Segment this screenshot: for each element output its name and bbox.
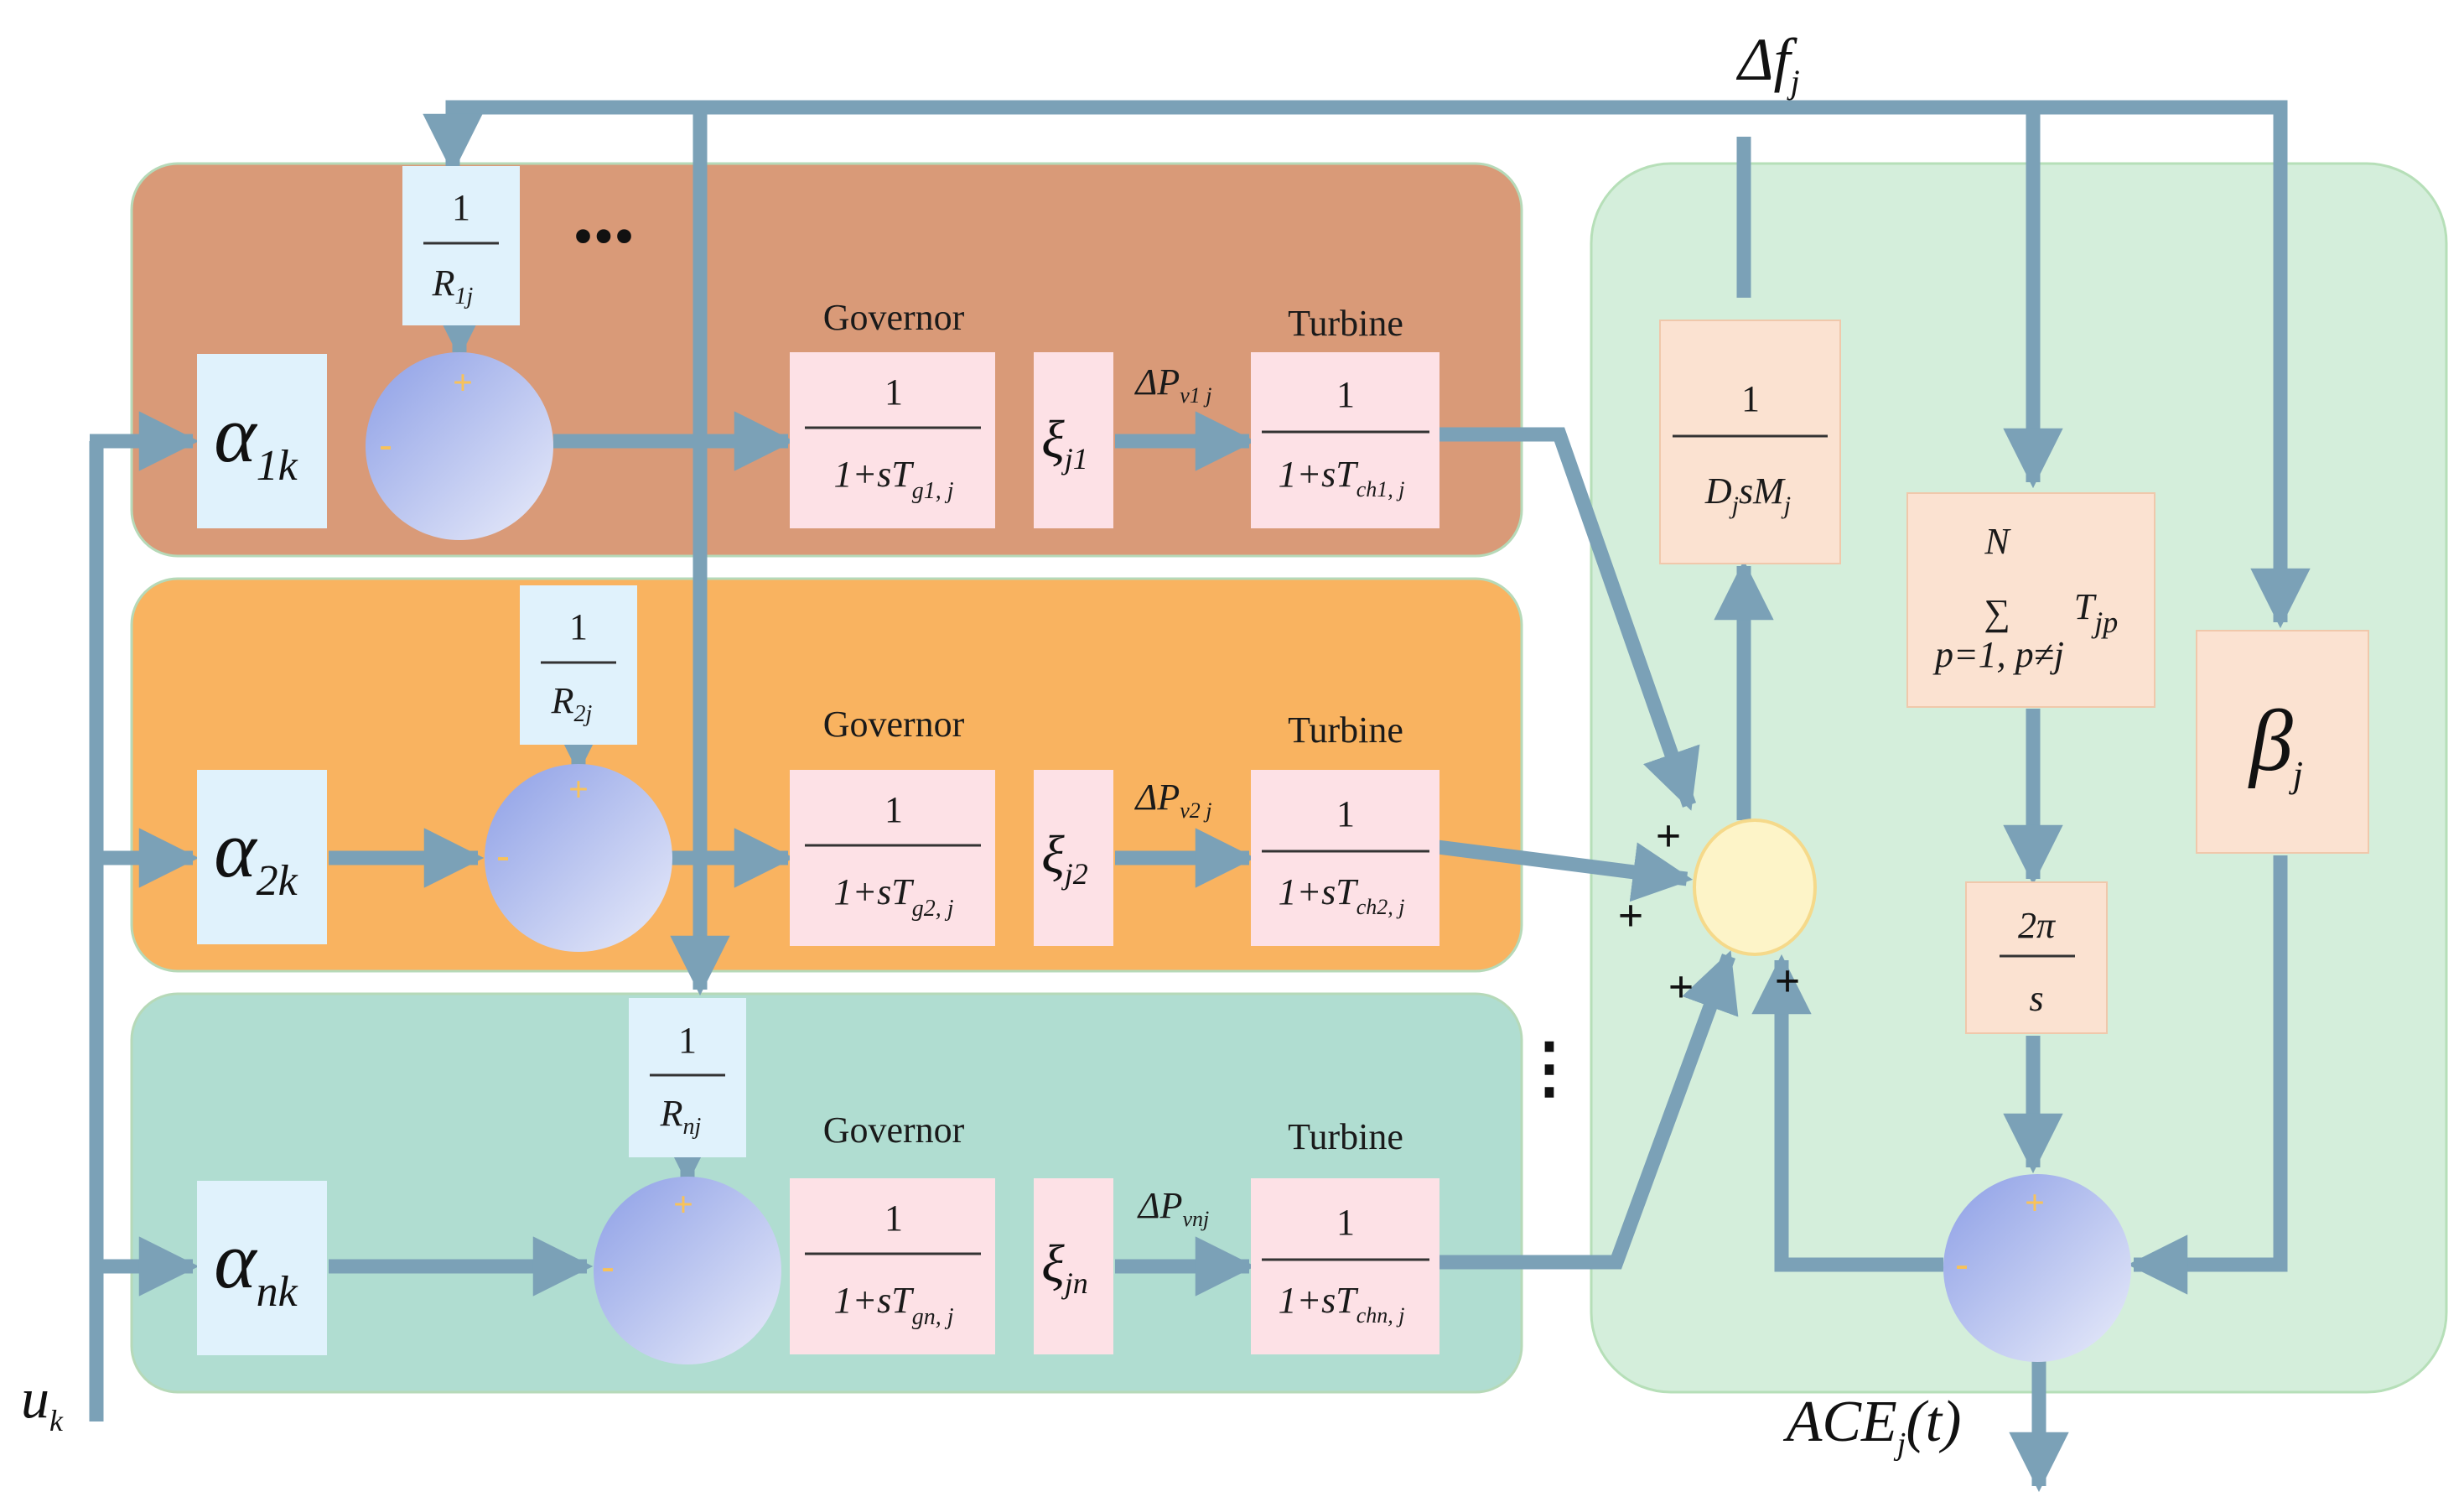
ellipsis-horizontal: ••• bbox=[573, 205, 635, 269]
alpha2-label: α2k bbox=[214, 804, 298, 905]
governorn-title: Governor bbox=[823, 1110, 965, 1151]
governorn-denominator: 1+sTgn, j bbox=[833, 1280, 953, 1330]
integrator-denominator: s bbox=[2029, 978, 2043, 1019]
alpha1-block bbox=[197, 354, 327, 528]
r1-denominator: R1j bbox=[432, 262, 474, 309]
sumn-plus-sign: + bbox=[673, 1186, 693, 1224]
r2-denominator: R2j bbox=[551, 680, 593, 727]
turbinen-block bbox=[1251, 1178, 1439, 1354]
governor1-title: Governor bbox=[823, 297, 965, 338]
tie-line-coefficient: Tjp bbox=[2074, 586, 2119, 639]
alpha2-block bbox=[197, 770, 327, 944]
turbine1-title: Turbine bbox=[1288, 303, 1403, 344]
alphan-block bbox=[197, 1181, 327, 1355]
beta-label: βj bbox=[2248, 693, 2303, 795]
sum1-plus-sign: + bbox=[453, 364, 473, 403]
alphan-label: αnk bbox=[214, 1215, 298, 1316]
uk-input-label: uk bbox=[21, 1366, 64, 1437]
power-sum-plus-2: + bbox=[1618, 891, 1644, 941]
unit2-summing-junction bbox=[485, 764, 672, 952]
governor2-numerator: 1 bbox=[884, 789, 903, 830]
governor1-denominator: 1+sTg1, j bbox=[833, 454, 953, 504]
sumn-minus-sign: - bbox=[601, 1245, 614, 1287]
governor2-title: Governor bbox=[823, 704, 965, 745]
xi2-label: ξj2 bbox=[1041, 824, 1087, 891]
turbine1-denominator: 1+sTch1, j bbox=[1278, 454, 1404, 502]
governorn-block bbox=[790, 1178, 995, 1354]
governor2-denominator: 1+sTg2, j bbox=[833, 871, 953, 922]
sigma-lower-limit: p=1, p≠j bbox=[1932, 634, 2064, 675]
governorn-numerator: 1 bbox=[884, 1198, 903, 1239]
rn-numerator: 1 bbox=[678, 1020, 697, 1061]
ace-sum-minus-sign: - bbox=[1955, 1242, 1968, 1285]
tie-line-block bbox=[1906, 492, 2155, 708]
power-sum-plus-1: + bbox=[1656, 811, 1682, 861]
inertia-block bbox=[1659, 320, 1841, 564]
turbine2-title: Turbine bbox=[1288, 709, 1403, 751]
xi1-label: ξj1 bbox=[1041, 409, 1087, 476]
turbinen-denominator: 1+sTchn, j bbox=[1278, 1280, 1404, 1328]
xin-block bbox=[1034, 1178, 1113, 1354]
sigma-upper-limit: N bbox=[1984, 521, 2011, 562]
unitn-summing-junction bbox=[594, 1177, 781, 1364]
governor1-block bbox=[790, 352, 995, 528]
power-sum-plus-3: + bbox=[1668, 962, 1694, 1012]
turbine1-numerator: 1 bbox=[1336, 374, 1355, 415]
turbine1-block bbox=[1251, 352, 1439, 528]
wire-ace-sum-feedback bbox=[1751, 954, 1943, 1272]
governor2-block bbox=[790, 770, 995, 946]
wire-turbine2-to-sum bbox=[1436, 839, 1694, 902]
ace-summing-junction bbox=[1943, 1174, 2131, 1362]
ellipsis-vertical: ⋮ bbox=[1516, 1032, 1583, 1105]
unit1-summing-junction bbox=[366, 352, 553, 540]
r2-numerator: 1 bbox=[569, 606, 588, 647]
ace-output-label: ACEj(t) bbox=[1783, 1390, 1962, 1462]
beta-block bbox=[2196, 630, 2369, 854]
xin-label: ξjn bbox=[1041, 1234, 1087, 1300]
r1-feedback-block bbox=[402, 166, 520, 325]
integrator-block bbox=[1965, 881, 2108, 1034]
delta-f-label: Δfj bbox=[1735, 26, 1799, 101]
turbine2-denominator: 1+sTch2, j bbox=[1278, 871, 1404, 919]
sum1-minus-sign: - bbox=[379, 423, 392, 465]
wire-turbine1-to-sum bbox=[1438, 427, 1700, 811]
r2-feedback-block bbox=[520, 585, 637, 745]
sigma-symbol: ∑ bbox=[1984, 592, 2010, 633]
inertia-denominator: DjsMj bbox=[1704, 470, 1791, 519]
rn-feedback-block bbox=[629, 998, 746, 1157]
ace-sum-plus-sign: + bbox=[2025, 1184, 2045, 1223]
signal-wires bbox=[89, 100, 2311, 1493]
wire-beta-to-ace-sum bbox=[2127, 855, 2288, 1295]
turbine2-block bbox=[1251, 770, 1439, 946]
sum2-plus-sign: + bbox=[568, 771, 589, 809]
inertia-numerator: 1 bbox=[1741, 378, 1760, 419]
sum2-minus-sign: - bbox=[496, 834, 509, 876]
integrator-numerator: 2π bbox=[2018, 905, 2057, 946]
dPn-label: ΔPvnj bbox=[1137, 1185, 1209, 1231]
power-summing-junction bbox=[1693, 819, 1817, 956]
turbine2-numerator: 1 bbox=[1336, 793, 1355, 834]
turbinen-numerator: 1 bbox=[1336, 1202, 1355, 1243]
rn-denominator: Rnj bbox=[660, 1093, 702, 1140]
xi1-block bbox=[1034, 352, 1113, 528]
power-sum-plus-4: + bbox=[1775, 956, 1801, 1006]
dP2-label: ΔPv2 j bbox=[1134, 777, 1212, 823]
xi2-block bbox=[1034, 770, 1113, 946]
wire-turbinen-to-sum bbox=[1438, 950, 1739, 1270]
governor1-numerator: 1 bbox=[884, 372, 903, 413]
alpha1-label: α1k bbox=[214, 389, 298, 490]
r1-numerator: 1 bbox=[452, 187, 470, 228]
dP1-label: ΔPv1 j bbox=[1134, 361, 1212, 408]
turbinen-title: Turbine bbox=[1288, 1116, 1403, 1157]
